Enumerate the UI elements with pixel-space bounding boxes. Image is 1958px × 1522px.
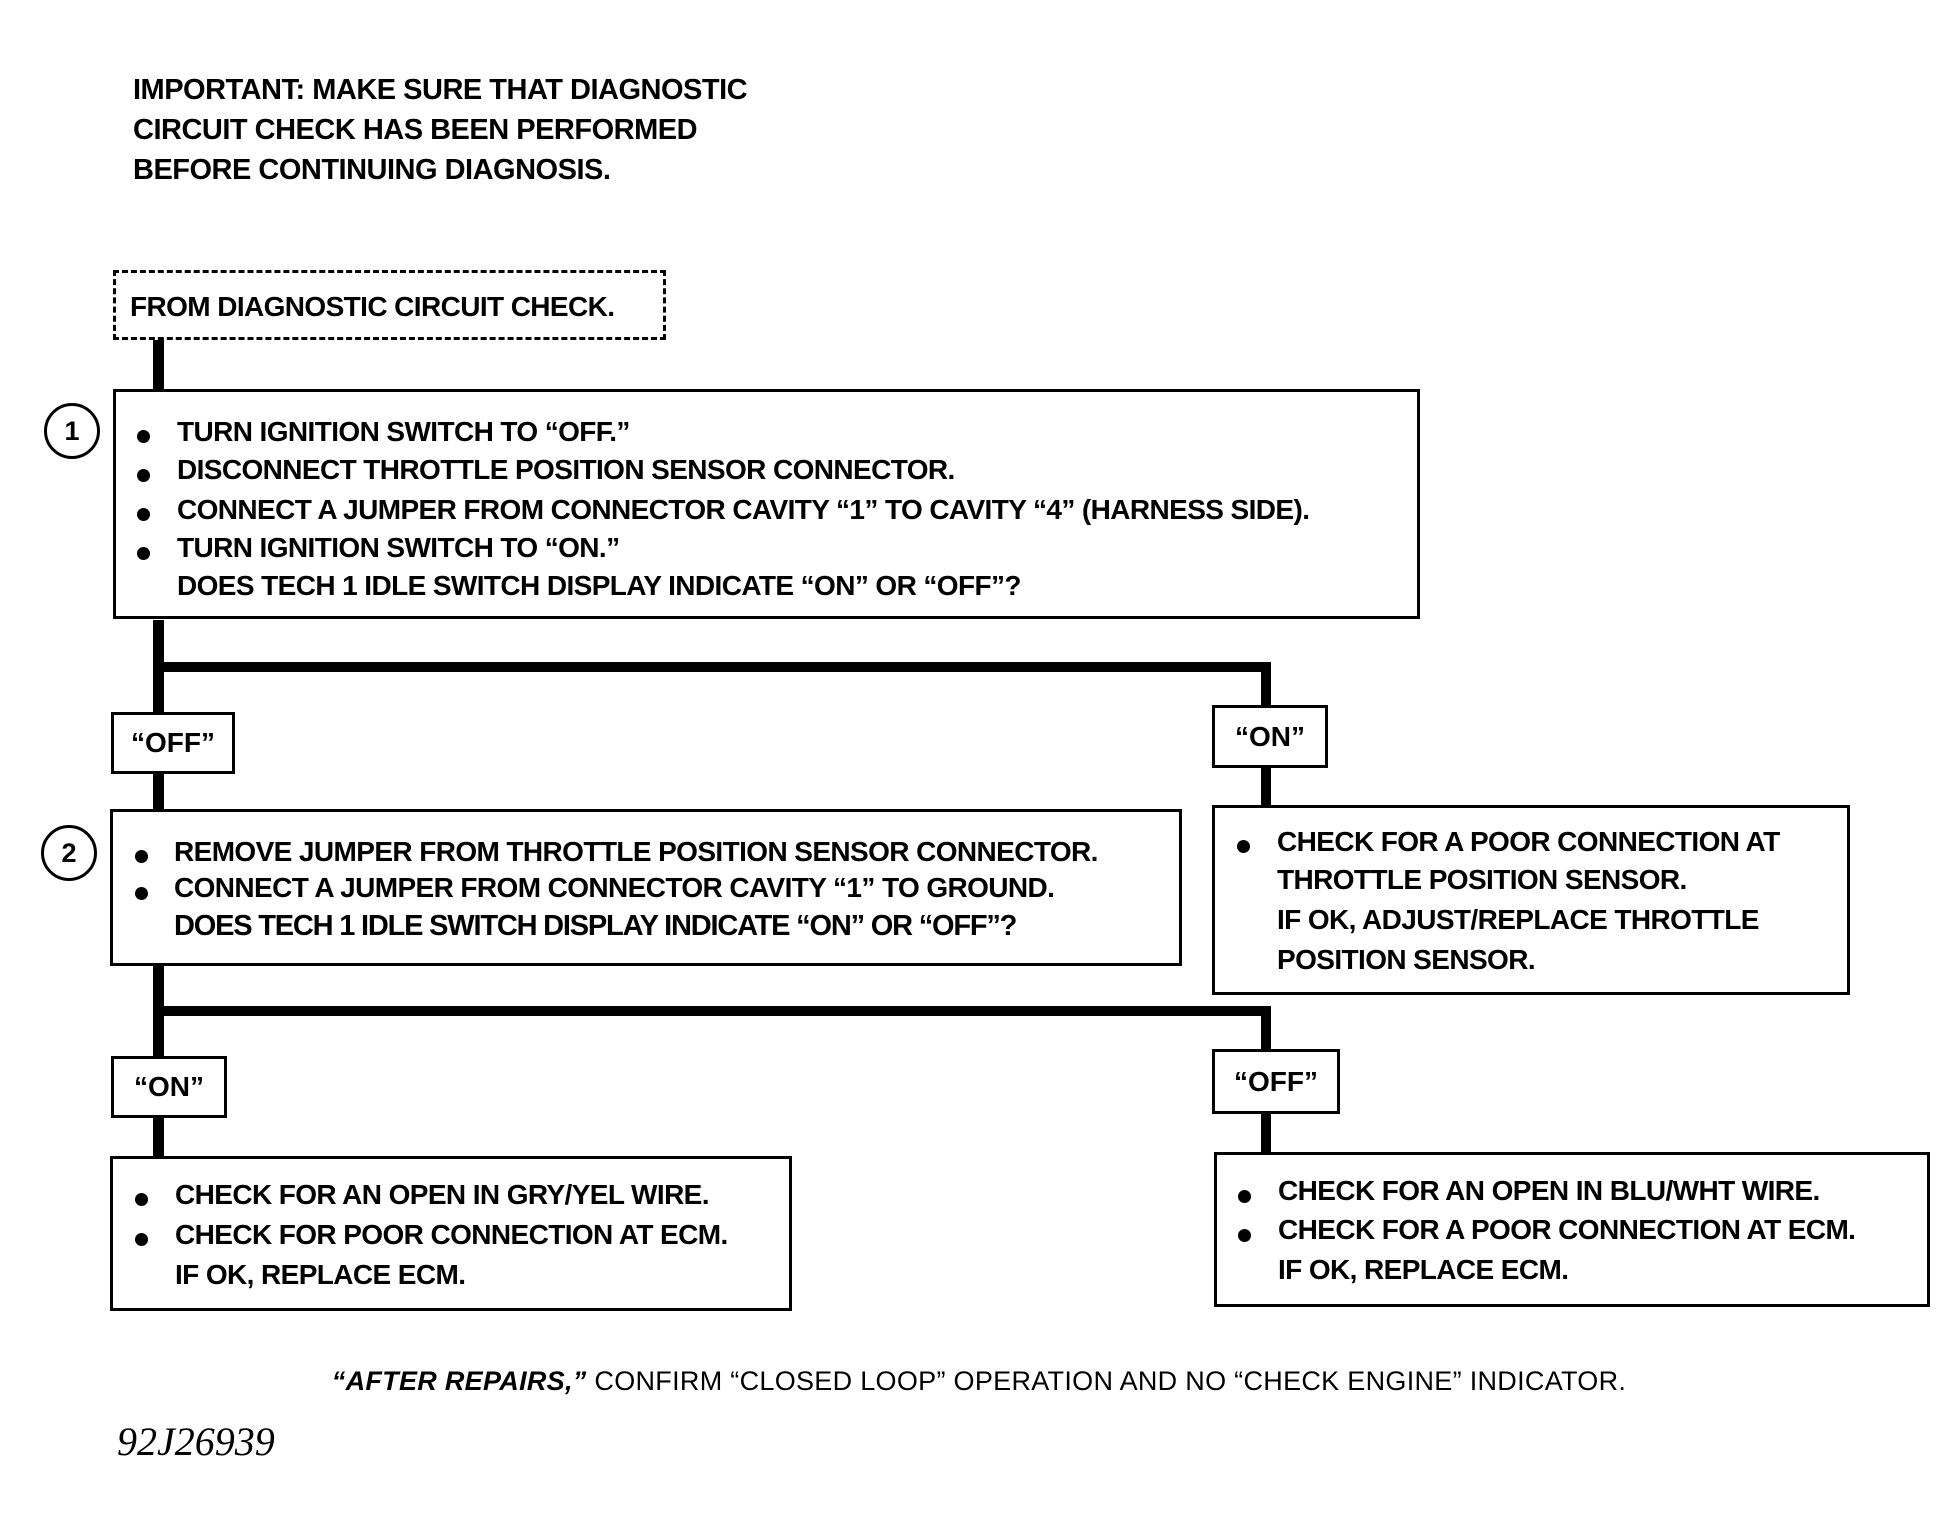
result-right-bullet-2: CHECK FOR A POOR CONNECTION AT ECM. bbox=[1278, 1214, 1856, 1245]
start-box: FROM DIAGNOSTIC CIRCUIT CHECK. bbox=[113, 270, 666, 340]
step1-bullet-4-dot bbox=[137, 547, 150, 560]
on-result-bullet-dot bbox=[1237, 840, 1250, 853]
step1-bullet-3: CONNECT A JUMPER FROM CONNECTOR CAVITY “… bbox=[177, 494, 1310, 525]
on-result-line-3: POSITION SENSOR. bbox=[1277, 944, 1536, 975]
connector-on2-to-result-left bbox=[153, 1116, 164, 1158]
branch2-off-label: “OFF” bbox=[1212, 1049, 1340, 1114]
result-left-bullet-2: CHECK FOR POOR CONNECTION AT ECM. bbox=[175, 1219, 728, 1250]
branch1-on-label: “ON” bbox=[1212, 705, 1328, 768]
branch1-off-text: “OFF” bbox=[131, 727, 215, 758]
connector-branch2-right-down bbox=[1261, 1006, 1271, 1054]
important-note: IMPORTANT: MAKE SURE THAT DIAGNOSTIC CIR… bbox=[133, 70, 748, 190]
branch2-on-text: “ON” bbox=[134, 1071, 204, 1102]
connector-branch2-horizontal bbox=[153, 1006, 1271, 1016]
connector-branch1-horizontal bbox=[153, 662, 1271, 672]
step2-question: DOES TECH 1 IDLE SWITCH DISPLAY INDICATE… bbox=[174, 910, 1017, 942]
step1-bullet-2-dot bbox=[137, 469, 150, 482]
connector-off2-to-result-right bbox=[1261, 1112, 1271, 1154]
step2-number-circle: 2 bbox=[41, 825, 97, 881]
step2-box: REMOVE JUMPER FROM THROTTLE POSITION SEN… bbox=[110, 809, 1182, 966]
result-right-bullet-1-dot bbox=[1238, 1190, 1251, 1203]
step1-bullet-4: TURN IGNITION SWITCH TO “ON.” bbox=[177, 532, 620, 563]
start-box-text: FROM DIAGNOSTIC CIRCUIT CHECK. bbox=[130, 291, 615, 322]
footer-note: “AFTER REPAIRS,” CONFIRM “CLOSED LOOP” O… bbox=[0, 1366, 1958, 1397]
connector-branch1-right-down bbox=[1261, 662, 1271, 710]
step2-bullet-2-dot bbox=[135, 887, 148, 900]
important-line-1: IMPORTANT: MAKE SURE THAT DIAGNOSTIC bbox=[133, 74, 748, 106]
result-right-bullet-2-dot bbox=[1238, 1229, 1251, 1242]
result-left-bullet-2-dot bbox=[135, 1233, 148, 1246]
branch2-off-text: “OFF” bbox=[1234, 1065, 1318, 1097]
branch2-on-label: “ON” bbox=[111, 1056, 227, 1118]
result-left-bullet-1: CHECK FOR AN OPEN IN GRY/YEL WIRE. bbox=[175, 1179, 710, 1210]
result-left-tail: IF OK, REPLACE ECM. bbox=[175, 1259, 466, 1290]
important-line-3: BEFORE CONTINUING DIAGNOSIS. bbox=[133, 154, 611, 186]
connector-on-to-result bbox=[1261, 766, 1271, 808]
step1-bullet-2: DISCONNECT THROTTLE POSITION SENSOR CONN… bbox=[177, 454, 955, 485]
figure-id: 92J26939 bbox=[117, 1419, 275, 1464]
on-result-line-1: THROTTLE POSITION SENSOR. bbox=[1277, 864, 1687, 895]
on-result-bullet: CHECK FOR A POOR CONNECTION AT bbox=[1277, 826, 1780, 857]
connector-start-to-step1 bbox=[153, 338, 164, 394]
step1-question: DOES TECH 1 IDLE SWITCH DISPLAY INDICATE… bbox=[177, 570, 1021, 601]
result-right-bullet-1: CHECK FOR AN OPEN IN BLU/WHT WIRE. bbox=[1278, 1175, 1820, 1206]
branch1-on-text: “ON” bbox=[1235, 720, 1305, 752]
step1-box: TURN IGNITION SWITCH TO “OFF.” DISCONNEC… bbox=[113, 389, 1420, 619]
step2-number: 2 bbox=[61, 837, 77, 868]
step2-bullet-1: REMOVE JUMPER FROM THROTTLE POSITION SEN… bbox=[174, 836, 1098, 867]
important-line-2: CIRCUIT CHECK HAS BEEN PERFORMED bbox=[133, 114, 698, 146]
result-left-box: CHECK FOR AN OPEN IN GRY/YEL WIRE. CHECK… bbox=[110, 1156, 792, 1311]
footer-emphasis: “AFTER REPAIRS,” bbox=[331, 1366, 587, 1396]
step1-bullet-1-dot bbox=[137, 430, 150, 443]
on-result-box: CHECK FOR A POOR CONNECTION AT THROTTLE … bbox=[1212, 805, 1850, 995]
step1-number: 1 bbox=[64, 415, 80, 446]
step2-bullet-2: CONNECT A JUMPER FROM CONNECTOR CAVITY “… bbox=[174, 872, 1055, 903]
step1-bullet-3-dot bbox=[137, 508, 150, 521]
connector-off-to-step2 bbox=[153, 772, 164, 812]
result-left-bullet-1-dot bbox=[135, 1193, 148, 1206]
footer-text: CONFIRM “CLOSED LOOP” OPERATION AND NO “… bbox=[586, 1366, 1627, 1396]
step1-number-circle: 1 bbox=[44, 403, 100, 459]
step2-bullet-1-dot bbox=[135, 850, 148, 863]
step1-bullet-1: TURN IGNITION SWITCH TO “OFF.” bbox=[177, 416, 630, 447]
result-right-box: CHECK FOR AN OPEN IN BLU/WHT WIRE. CHECK… bbox=[1214, 1152, 1930, 1307]
branch1-off-label: “OFF” bbox=[111, 712, 235, 774]
result-right-tail: IF OK, REPLACE ECM. bbox=[1278, 1254, 1569, 1285]
on-result-line-2: IF OK, ADJUST/REPLACE THROTTLE bbox=[1277, 904, 1759, 935]
